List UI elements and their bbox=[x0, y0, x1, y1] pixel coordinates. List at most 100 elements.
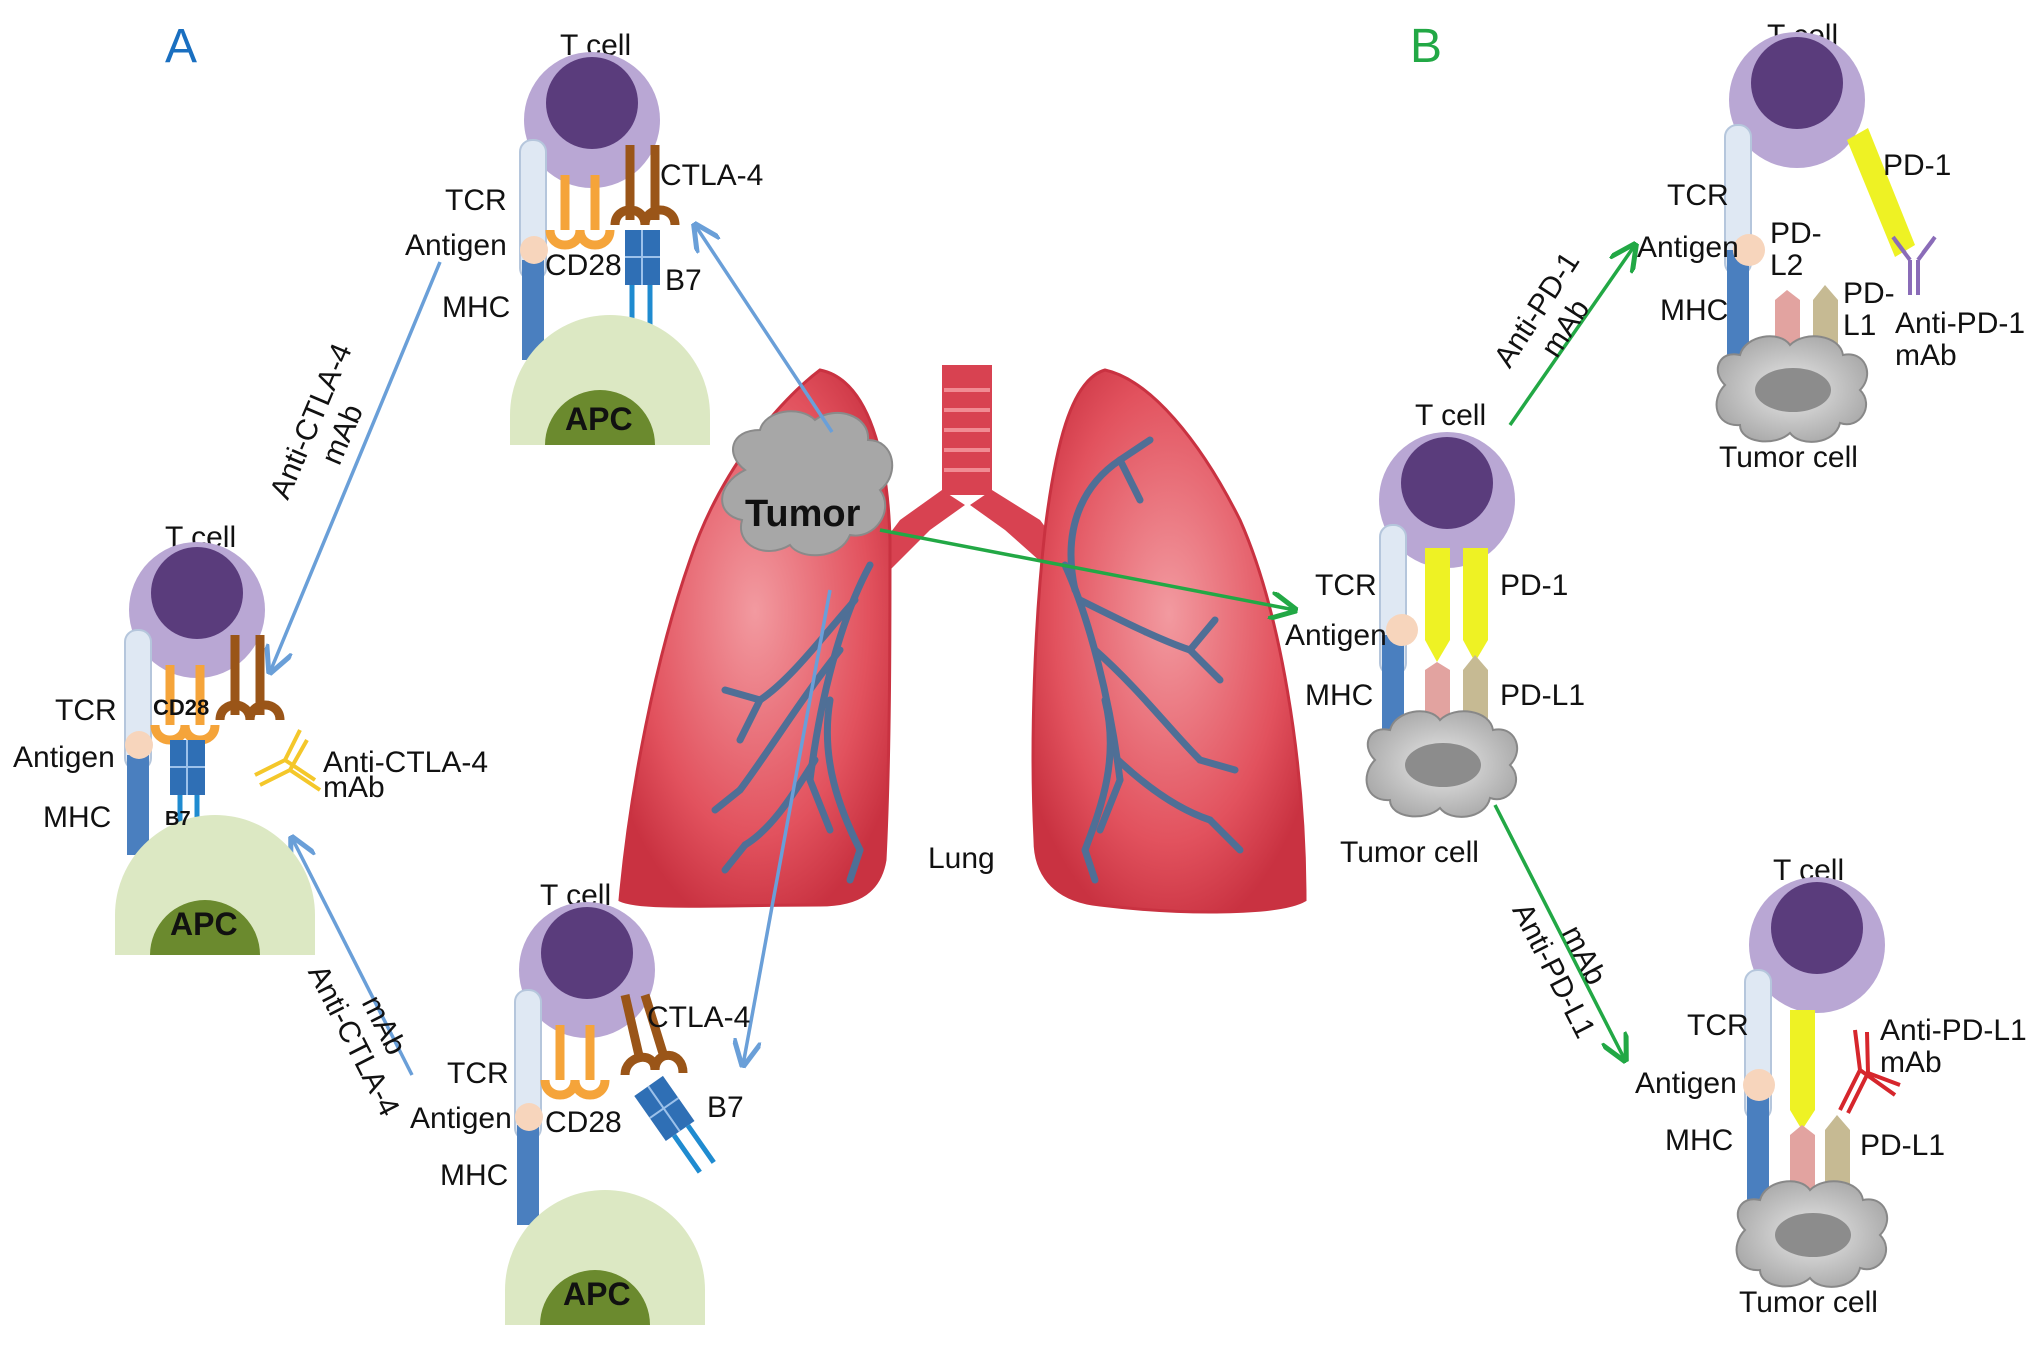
antigen bbox=[125, 731, 153, 759]
tumor-cell-label: Tumor cell bbox=[1340, 836, 1479, 869]
ctla4 bbox=[215, 635, 285, 721]
pdl2 bbox=[1790, 1125, 1815, 1190]
tcr-label: TCR bbox=[1667, 179, 1729, 212]
t-cell-nucleus bbox=[1401, 437, 1493, 529]
pd1 bbox=[1425, 548, 1488, 662]
b7 bbox=[625, 230, 660, 325]
antigen bbox=[520, 236, 548, 264]
antigen-label: Antigen bbox=[410, 1102, 512, 1135]
pdl1-label-1: PD- bbox=[1843, 277, 1895, 310]
panel-b-middle-synapse: T cell TCR PD-1 Antigen MHC PD-L1 Tumor … bbox=[1285, 399, 1585, 869]
apc-label: APC bbox=[563, 1276, 631, 1312]
b7-label: B7 bbox=[165, 808, 191, 830]
anti-ctla4-antibody bbox=[254, 729, 322, 792]
antigen bbox=[1733, 234, 1765, 266]
tcr-label: TCR bbox=[1315, 569, 1377, 602]
cd28-label: CD28 bbox=[153, 695, 209, 720]
lung-illustration: Tumor Lung bbox=[618, 365, 1307, 914]
mhc-label: MHC bbox=[1665, 1124, 1733, 1157]
anti-pdl1-antibody bbox=[1838, 1029, 1901, 1114]
tumor-cell-nucleus bbox=[1405, 743, 1481, 787]
pdl1-label: PD-L1 bbox=[1860, 1129, 1945, 1162]
pd1 bbox=[1847, 128, 1915, 257]
tumor-cell-label: Tumor cell bbox=[1739, 1286, 1878, 1319]
t-cell-nucleus bbox=[1771, 882, 1863, 974]
tumor-cell-nucleus bbox=[1755, 368, 1831, 412]
pdl2 bbox=[1775, 290, 1800, 345]
anti-pd1-antibody bbox=[1891, 235, 1937, 295]
antibody-label-1: Anti-PD-L1 bbox=[1880, 1014, 2027, 1047]
pd1 bbox=[1790, 1010, 1815, 1130]
t-cell-nucleus bbox=[1751, 37, 1843, 129]
arrow-middle-to-top-tcell bbox=[1508, 245, 1635, 426]
antigen bbox=[1386, 614, 1418, 646]
antigen-label: Antigen bbox=[13, 741, 115, 774]
tumor-mass bbox=[721, 410, 894, 557]
arrow-top-to-left-tcell bbox=[270, 261, 442, 672]
antibody-label-1: Anti-PD-1 bbox=[1895, 307, 2025, 340]
antibody-label-2: mAb bbox=[1880, 1046, 1942, 1079]
pdl1-label: PD-L1 bbox=[1500, 679, 1585, 712]
antigen-label: Antigen bbox=[1637, 231, 1739, 264]
panel-a-left-synapse: T cell APC TCR CD28 Antigen Anti-CTLA-4 … bbox=[13, 521, 488, 955]
trachea-rings bbox=[944, 388, 990, 472]
antigen-label: Antigen bbox=[405, 229, 507, 262]
antigen-label: Antigen bbox=[1285, 619, 1387, 652]
lung-label: Lung bbox=[928, 842, 995, 875]
tumor-cell-label: Tumor cell bbox=[1719, 441, 1858, 474]
apc-label: APC bbox=[565, 401, 633, 437]
b7-label: B7 bbox=[665, 264, 702, 297]
mhc-label: MHC bbox=[43, 801, 111, 834]
pd1-label: PD-1 bbox=[1500, 569, 1568, 602]
panel-b-bottom-synapse: T cell TCR Anti-PD-L1 mAb Antigen MHC PD… bbox=[1635, 854, 2027, 1319]
mhc-label: MHC bbox=[440, 1159, 508, 1192]
mhc bbox=[1727, 250, 1749, 365]
arrow-bottom-to-left-tcell bbox=[292, 838, 414, 1076]
apc-nucleus bbox=[540, 1270, 650, 1325]
ctla4-label: CTLA-4 bbox=[660, 159, 763, 192]
ctla4 bbox=[620, 993, 688, 1076]
antigen bbox=[515, 1103, 543, 1131]
tumor-cell-nucleus bbox=[1775, 1213, 1851, 1257]
right-bronchial-tree bbox=[1061, 436, 1244, 884]
tcr-label: TCR bbox=[445, 184, 507, 217]
b7 bbox=[634, 1075, 716, 1174]
panel-a-label: A bbox=[165, 20, 197, 73]
pdl2 bbox=[1425, 662, 1450, 720]
pdl2-label-1: PD- bbox=[1770, 217, 1822, 250]
t-cell-label: T cell bbox=[1415, 399, 1486, 432]
left-bronchus bbox=[870, 490, 965, 570]
pdl1 bbox=[1825, 1115, 1850, 1190]
mhc-label: MHC bbox=[442, 291, 510, 324]
pdl1-label-2: L1 bbox=[1843, 309, 1876, 342]
antibody-label-2: mAb bbox=[1895, 339, 1957, 372]
antigen-label: Antigen bbox=[1635, 1067, 1737, 1100]
arrow-tumor-to-middle-tcell bbox=[879, 528, 1295, 610]
mhc bbox=[127, 755, 149, 855]
mhc bbox=[1747, 1090, 1769, 1205]
pdl2-label-2: L2 bbox=[1770, 249, 1803, 282]
cd28-label: CD28 bbox=[545, 249, 622, 282]
mhc bbox=[1382, 635, 1404, 735]
arrow-middle-to-bottom-tcell bbox=[1493, 804, 1625, 1060]
cd28-label: CD28 bbox=[545, 1106, 622, 1139]
ctla4 bbox=[610, 145, 680, 226]
mhc-label: MHC bbox=[1305, 679, 1373, 712]
arrow-tumor-to-top-tcell bbox=[695, 225, 834, 433]
apc-nucleus bbox=[545, 390, 655, 445]
tumor-label: Tumor bbox=[745, 493, 861, 535]
tcr-label: TCR bbox=[447, 1057, 509, 1090]
mhc-label: MHC bbox=[1660, 294, 1728, 327]
apc-nucleus bbox=[150, 900, 260, 955]
cd28 bbox=[545, 175, 615, 250]
t-cell-nucleus bbox=[151, 547, 243, 639]
t-cell-nucleus bbox=[546, 57, 638, 149]
antigen bbox=[1743, 1069, 1775, 1101]
panel-a-bottom-synapse: T cell APC CTLA-4 TCR Antigen CD28 B7 MH… bbox=[410, 879, 750, 1325]
ctla4-label: CTLA-4 bbox=[647, 1001, 750, 1034]
cd28 bbox=[150, 665, 220, 745]
tcr-label: TCR bbox=[1687, 1009, 1749, 1042]
mhc bbox=[517, 1125, 539, 1225]
pdl1 bbox=[1813, 285, 1838, 345]
